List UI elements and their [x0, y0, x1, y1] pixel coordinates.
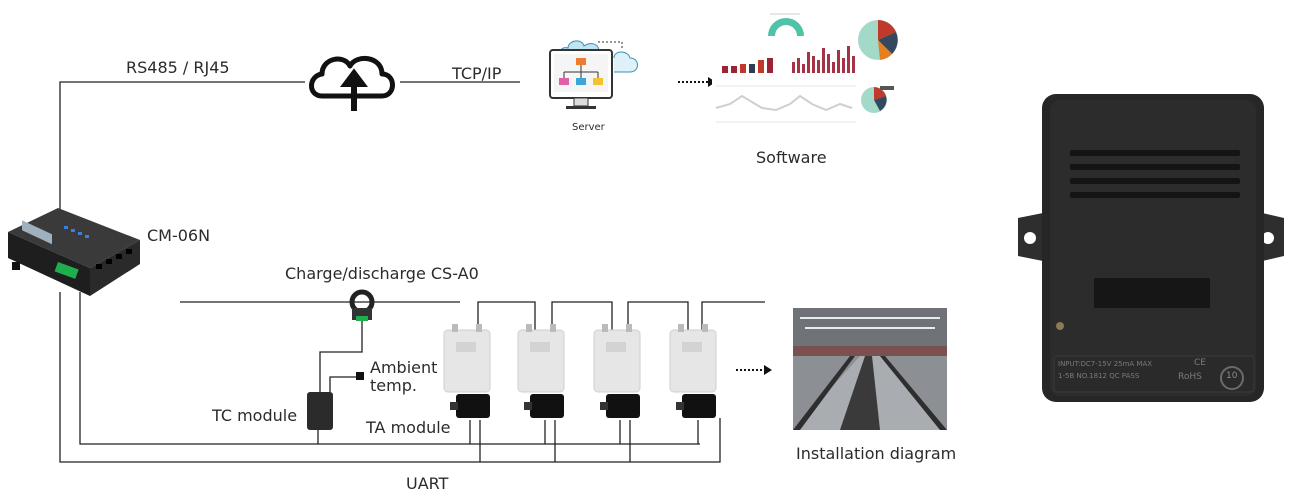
current-sensor — [349, 289, 375, 321]
charge-sensor-label: Charge/discharge CS-A0 — [285, 264, 479, 283]
device-ce-mark: CE — [1194, 358, 1206, 368]
software-label: Software — [756, 148, 827, 167]
busbar-seg-4 — [701, 301, 765, 330]
battery-cell — [593, 324, 641, 418]
rs485-label: RS485 / RJ45 — [126, 58, 230, 77]
ta-module-label: TA module — [366, 418, 451, 437]
dash-line-chart — [715, 94, 853, 112]
battery-cell — [669, 324, 717, 418]
rs485-wire — [59, 81, 305, 212]
ambient-wire — [329, 376, 358, 392]
sensor-tc-wire — [319, 318, 363, 392]
arrow-to-installation — [736, 365, 772, 375]
controller-device — [8, 208, 140, 296]
uart-label: UART — [406, 474, 449, 493]
ambient-probe — [356, 372, 364, 380]
installation-label: Installation diagram — [796, 444, 957, 463]
device-spec-line1: INPUT:DC7-15V 25mA MAX — [1058, 360, 1153, 368]
tc-module-label: TC module — [212, 406, 298, 425]
battery-cell — [517, 324, 565, 418]
installation-photo — [793, 308, 947, 430]
dash-bars-dense — [792, 46, 855, 73]
ambient-label-line2: temp. — [370, 376, 417, 395]
battery-cells — [443, 324, 717, 418]
server-icon — [549, 40, 638, 109]
product-device — [1018, 94, 1284, 402]
device-recycle-mark: 10 — [1226, 371, 1238, 381]
tc-module-box — [307, 392, 333, 430]
server-label: Server — [572, 122, 605, 133]
wiring — [59, 81, 765, 463]
device-rohs-mark: RoHS — [1178, 372, 1202, 382]
controller-label: CM-06N — [147, 226, 211, 245]
arrow-to-software — [678, 77, 716, 87]
dash-pie-large — [858, 20, 898, 60]
busbar-seg-2 — [551, 301, 613, 330]
busbar-seg-3 — [627, 301, 689, 330]
ambient-label-line1: Ambient — [370, 358, 438, 377]
inner-bus — [79, 292, 700, 445]
cloud-icon — [309, 56, 395, 111]
uart-wire — [59, 292, 721, 463]
busbar-seg-1 — [477, 301, 536, 330]
software-dashboard — [712, 10, 908, 134]
battery-cell — [443, 324, 491, 418]
device-spec-line2: 1-5B NO.1812 QC PASS — [1058, 372, 1140, 380]
dash-bars-small — [722, 58, 773, 73]
dash-pie-small — [861, 87, 887, 113]
tcpip-label: TCP/IP — [452, 64, 502, 83]
